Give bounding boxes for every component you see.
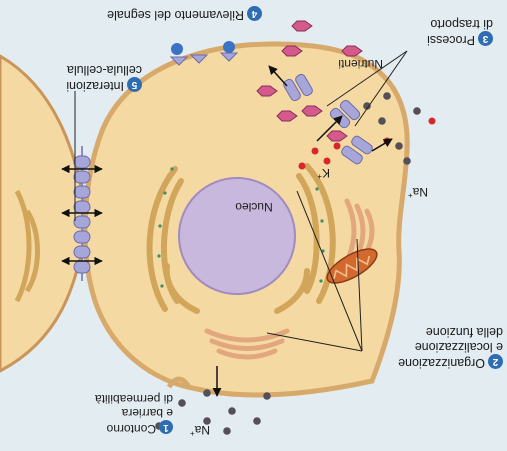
signal-molecule xyxy=(223,41,235,53)
neighbor-er xyxy=(14,189,40,303)
signal-receptors xyxy=(169,41,239,66)
nutrients xyxy=(256,20,363,142)
signal-molecule xyxy=(171,43,183,55)
sodium-ions xyxy=(155,92,421,435)
nucleus xyxy=(178,177,296,295)
mitochondrion xyxy=(326,248,378,284)
cell-cell-junction xyxy=(61,146,103,281)
rough-er xyxy=(146,163,336,314)
membrane-pit xyxy=(166,376,192,389)
